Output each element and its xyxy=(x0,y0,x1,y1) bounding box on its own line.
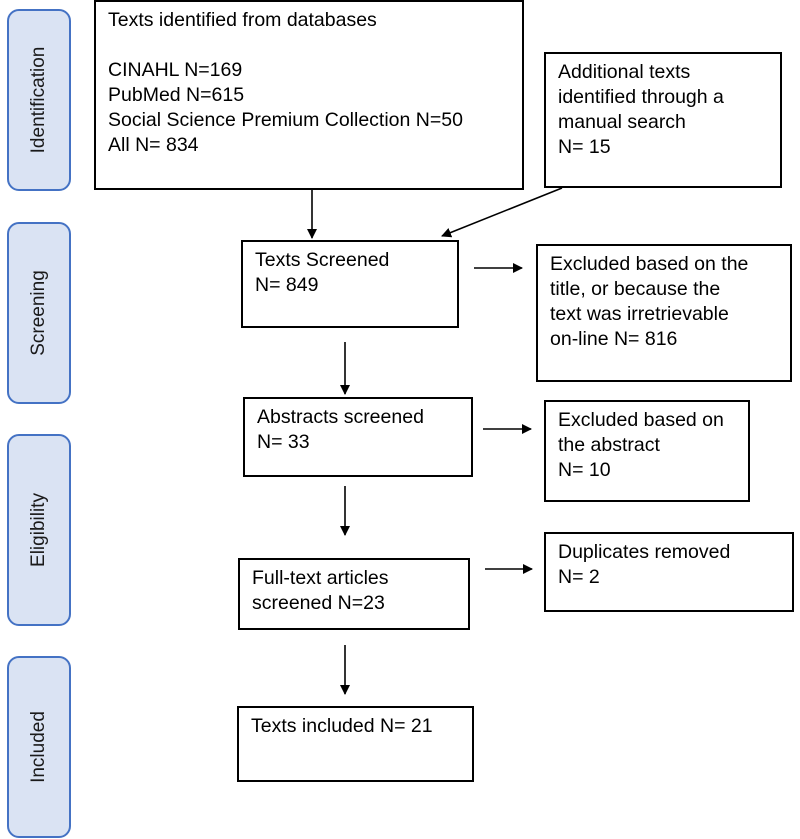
manual-search-box: Additional texts identified through a ma… xyxy=(544,52,782,188)
databases-line: All N= 834 xyxy=(108,134,199,156)
full-text-line: screened N=23 xyxy=(252,592,385,614)
excluded-abstract-line: N= 10 xyxy=(558,459,611,481)
manual-search-line: manual search xyxy=(558,111,686,133)
manual-search-line: Additional texts xyxy=(558,61,691,83)
phase-eligibility: Eligibility xyxy=(7,434,71,626)
texts-included-box: Texts included N= 21 xyxy=(237,706,474,782)
phase-identification: Identification xyxy=(7,9,71,191)
texts-included-line: Texts included N= 21 xyxy=(251,715,433,737)
excluded-title-line: Excluded based on the xyxy=(550,253,749,275)
abstracts-screened-line: N= 33 xyxy=(257,431,310,453)
phase-screening: Screening xyxy=(7,222,71,404)
duplicates-line: Duplicates removed xyxy=(558,541,731,563)
databases-line: Social Science Premium Collection N=50 xyxy=(108,109,463,131)
excluded-title-line: on-line N= 816 xyxy=(550,328,678,350)
excluded-abstract-line: Excluded based on xyxy=(558,409,724,431)
databases-line: CINAHL N=169 xyxy=(108,59,243,81)
excluded-title-line: text was irretrievable xyxy=(550,303,729,325)
texts-screened-line: Texts Screened xyxy=(255,249,390,271)
abstracts-screened-box: Abstracts screened N= 33 xyxy=(243,397,473,477)
databases-line: PubMed N=615 xyxy=(108,84,245,106)
arrow-manual-to-screened xyxy=(441,187,563,238)
excluded-abstract-box: Excluded based on the abstract N= 10 xyxy=(544,400,750,502)
duplicates-line: N= 2 xyxy=(558,566,600,588)
duplicates-box: Duplicates removed N= 2 xyxy=(544,532,794,612)
phase-included: Included xyxy=(7,656,71,838)
abstracts-screened-line: Abstracts screened xyxy=(257,406,424,428)
databases-heading: Texts identified from databases xyxy=(108,9,377,31)
texts-screened-line: N= 849 xyxy=(255,274,319,296)
excluded-abstract-line: the abstract xyxy=(558,434,660,456)
excluded-title-box: Excluded based on the title, or because … xyxy=(536,244,792,382)
full-text-line: Full-text articles xyxy=(252,567,389,589)
databases-box: Texts identified from databases CINAHL N… xyxy=(94,0,524,190)
manual-search-line: N= 15 xyxy=(558,136,611,158)
excluded-title-line: title, or because the xyxy=(550,278,721,300)
texts-screened-box: Texts Screened N= 849 xyxy=(241,240,459,328)
manual-search-line: identified through a xyxy=(558,86,724,108)
full-text-box: Full-text articles screened N=23 xyxy=(238,558,470,630)
